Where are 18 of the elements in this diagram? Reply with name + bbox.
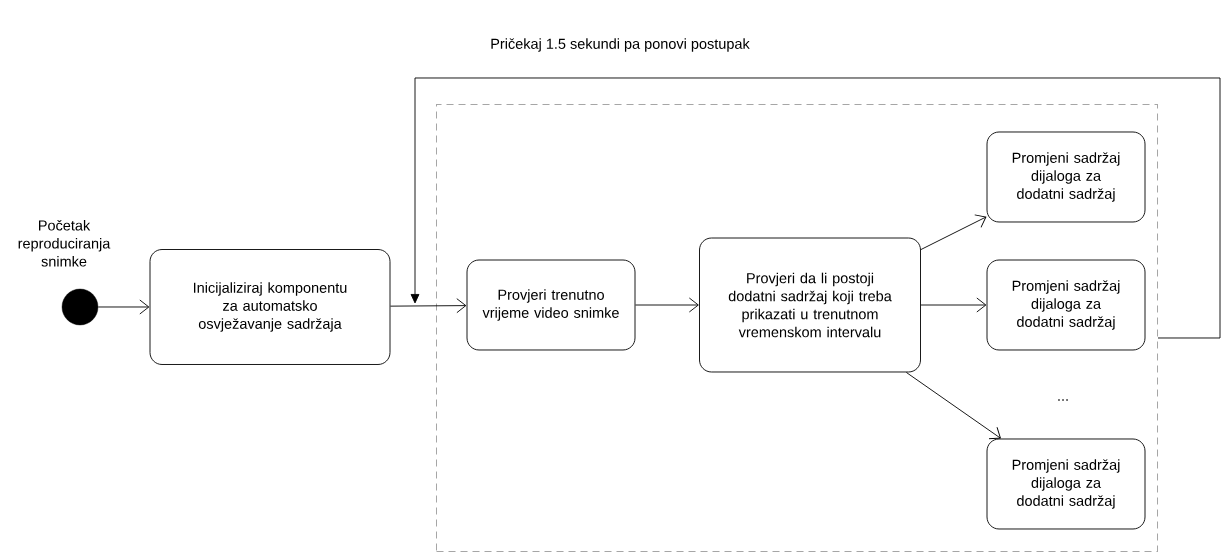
arrow: [920, 297, 987, 313]
ellipsis: ...: [1058, 399, 1068, 401]
arrow: [390, 298, 467, 314]
action-box: Inicijaliziraj komponentu za automatsko osvježavanje sadržaja: [149, 249, 391, 365]
action-box: Promjeni sadržaj dijaloga za dodatni sadržaj: [986, 438, 1146, 530]
arrow: [905, 372, 1001, 440]
dashed-frame: [436, 104, 1158, 552]
action-box: Promjeni sadržaj dijaloga za dodatni sadržaj: [986, 259, 1146, 351]
loop-arrow: [410, 77, 1221, 339]
action-box: Provjeri da li postoji dodatni sadržaj koji treba prikazati u trenutnom vremenskom intervalu: [699, 237, 921, 373]
edge-label: Pričekaj 1.5 sekundi pa ponovi postupak: [491, 38, 750, 52]
start-label: Početak reproduciranja snimke: [18, 219, 111, 267]
arrow: [97, 299, 150, 315]
start-dot: [61, 288, 99, 326]
action-box: Promjeni sadržaj dijaloga za dodatni sadržaj: [986, 131, 1146, 223]
arrow: [635, 297, 699, 313]
action-box: Provjeri trenutno vrijeme video snimke: [466, 259, 636, 351]
arrow: [920, 214, 987, 250]
